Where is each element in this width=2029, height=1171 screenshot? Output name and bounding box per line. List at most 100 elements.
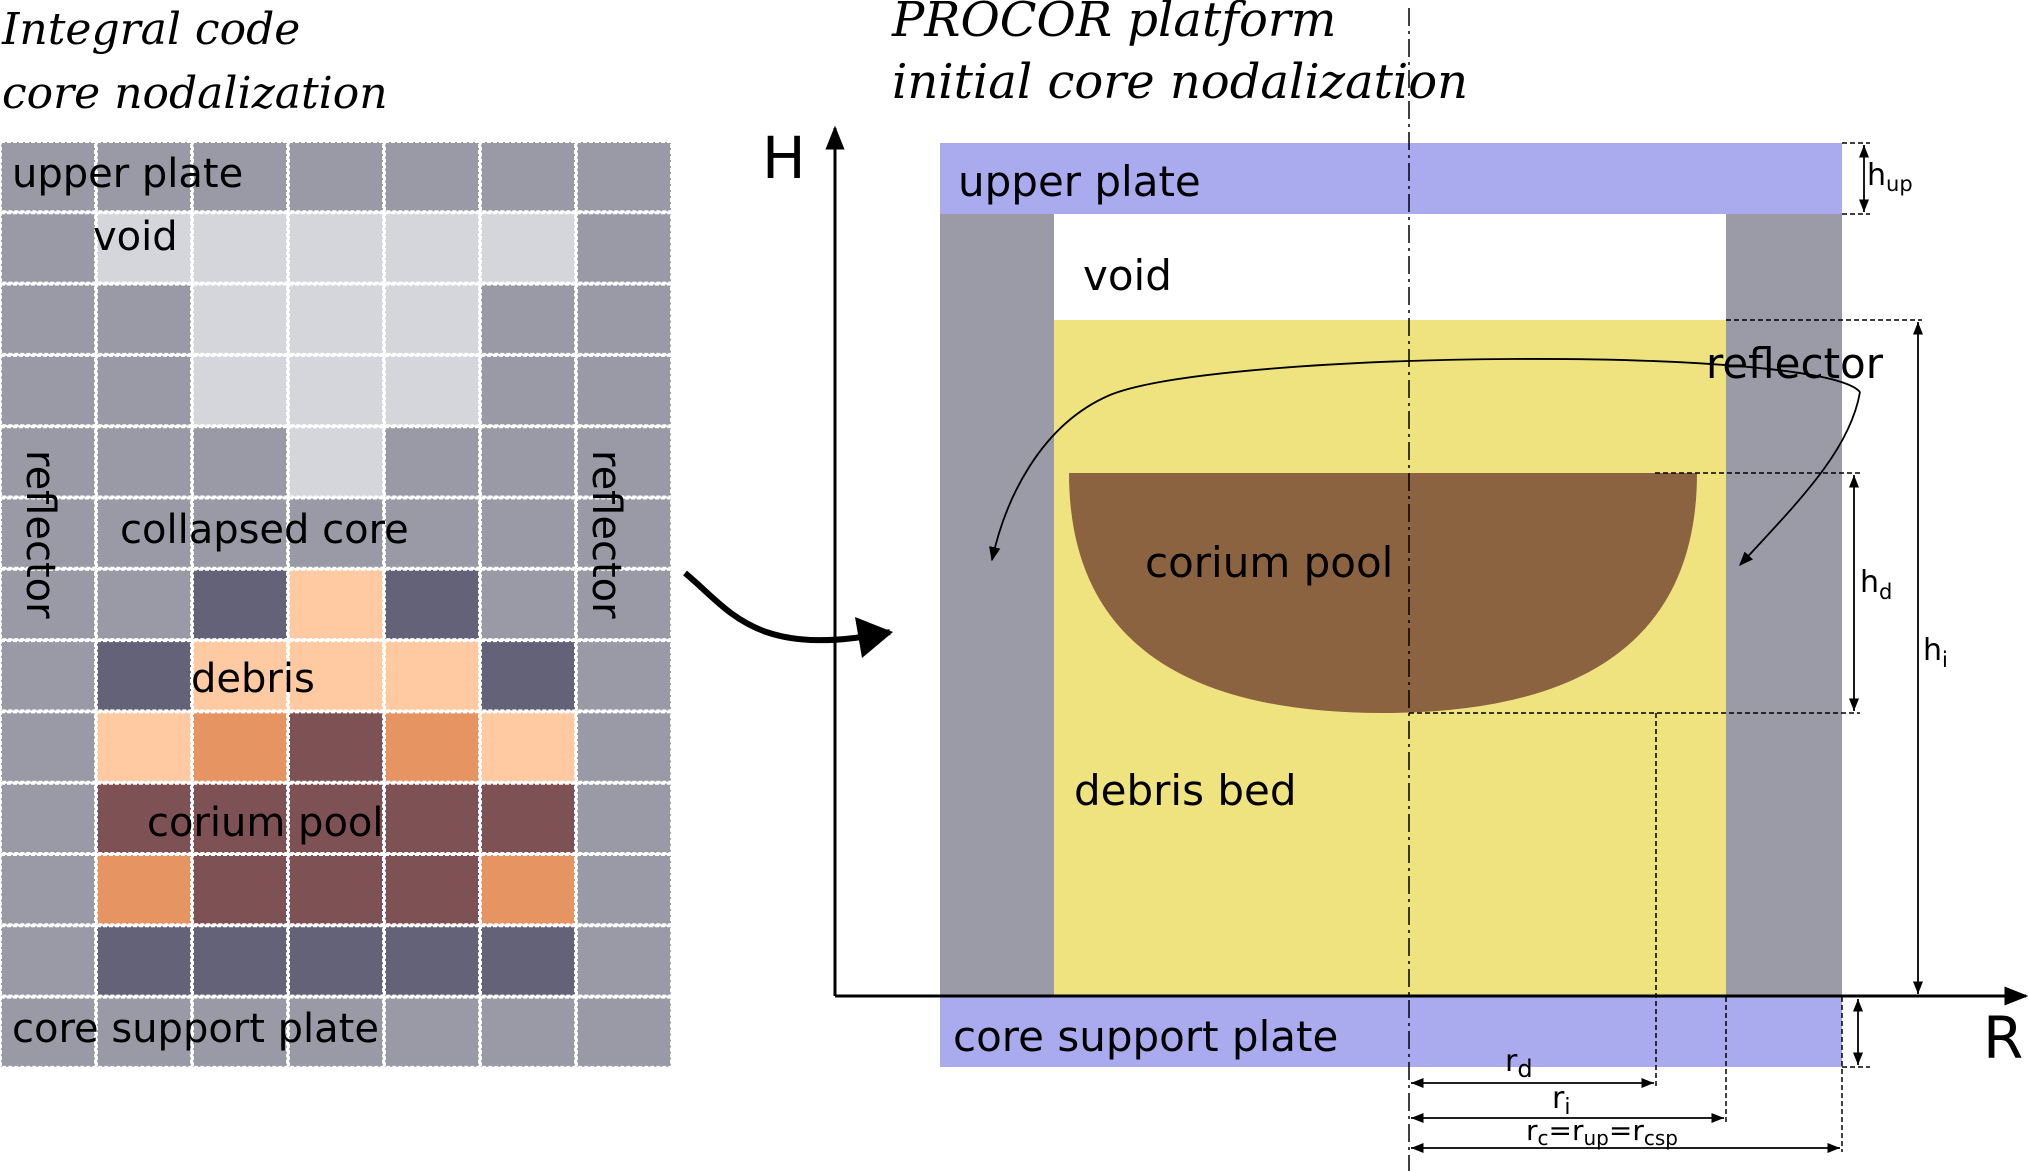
grid-cell (480, 141, 576, 213)
label-void: void (1083, 251, 1172, 300)
grid-cell (96, 782, 192, 855)
grid-cell (0, 426, 96, 498)
grid-cell (96, 711, 192, 783)
grid-cell (576, 568, 672, 641)
grid-cell (96, 640, 192, 712)
reflector-pointer-right (1739, 391, 1861, 567)
grid-cell (576, 497, 672, 569)
grid-cell (384, 141, 480, 213)
dim-label-hup: hup (1867, 158, 1913, 196)
corium-pool-region (1069, 473, 1697, 713)
grid-cell (288, 426, 384, 498)
grid-cell (192, 711, 288, 783)
grid-cell (576, 640, 672, 712)
grid-cell (480, 782, 576, 855)
upper-plate-region (940, 143, 1842, 214)
void-region (1054, 214, 1726, 320)
grid-cell (480, 640, 576, 712)
grid-cell (96, 854, 192, 926)
grid-cell (384, 426, 480, 498)
left-title-line1: Integral code (1, 4, 300, 55)
grid-cell (288, 996, 384, 1068)
grid-cell (384, 711, 480, 783)
reflector-right-region (1726, 214, 1842, 997)
transition-arrow (683, 570, 891, 644)
grid-cell (384, 354, 480, 427)
grid-cell (192, 497, 288, 569)
dim-label-ri: ri (1552, 1081, 1570, 1120)
right-title-line1: PROCOR platform (891, 0, 1336, 48)
grid-cell (0, 925, 96, 997)
grid-cell (288, 711, 384, 783)
grid-cell (0, 568, 96, 641)
grid-cell (384, 640, 480, 712)
grid-label-upper-plate: upper plate (12, 151, 243, 197)
grid-cell (0, 141, 96, 213)
grid-cell (576, 212, 672, 284)
grid-cell (480, 283, 576, 355)
grid-cell (192, 283, 288, 355)
grid-cell (384, 568, 480, 641)
left-panel: Integral code core nodalization upper pl… (0, 4, 672, 1068)
grid-label-void: void (93, 214, 178, 260)
grid-cell (0, 711, 96, 783)
grid-cell (576, 426, 672, 498)
grid-cell (192, 996, 288, 1068)
grid-cell (480, 497, 576, 569)
grid-cell (192, 854, 288, 926)
grid-label-collapsed-core: collapsed core (120, 507, 409, 553)
grid-label-reflector-left: reflector (17, 450, 63, 619)
grid-cell (384, 283, 480, 355)
grid-cell (288, 212, 384, 284)
grid-cell (384, 925, 480, 997)
grid-cell (288, 497, 384, 569)
grid-cell (576, 283, 672, 355)
grid-cell (0, 212, 96, 284)
grid-cell (480, 426, 576, 498)
grid-cell (288, 854, 384, 926)
grid-cell (96, 426, 192, 498)
grid-cell (384, 854, 480, 926)
grid-cell (288, 640, 384, 712)
grid-cell (0, 996, 96, 1068)
grid-cell (576, 996, 672, 1068)
label-corium-pool: corium pool (1145, 538, 1393, 587)
label-debris-bed: debris bed (1074, 766, 1297, 815)
grid-cell (384, 996, 480, 1068)
grid-cell (288, 925, 384, 997)
dim-label-hi: hi (1923, 633, 1948, 672)
grid-cell (0, 640, 96, 712)
grid-label-debris: debris (191, 656, 315, 702)
grid-cell (0, 854, 96, 926)
grid-cell (192, 141, 288, 213)
grid-cell (96, 568, 192, 641)
grid-cell (480, 212, 576, 284)
grid-cell (192, 354, 288, 427)
grid-cell (96, 212, 192, 284)
grid-cell (384, 497, 480, 569)
grid-cell (96, 283, 192, 355)
right-title-line2: initial core nodalization (892, 54, 1468, 110)
grid-cell (192, 640, 288, 712)
grid-cell (288, 782, 384, 855)
grid-cell (192, 925, 288, 997)
grid-cell (384, 212, 480, 284)
grid-cell (576, 854, 672, 926)
grid-cell (192, 568, 288, 641)
dim-label-rd: rd (1505, 1044, 1533, 1083)
grid-cell (480, 711, 576, 783)
label-core-support-plate: core support plate (953, 1012, 1338, 1061)
grid-cell (288, 141, 384, 213)
grid-cell (480, 925, 576, 997)
grid-cell (384, 782, 480, 855)
grid-cell (96, 141, 192, 213)
grid-cell (192, 212, 288, 284)
grid-cell (576, 782, 672, 855)
grid-cell (480, 996, 576, 1068)
grid-cell (288, 568, 384, 641)
dim-label-hd: hd (1860, 565, 1892, 604)
grid-cell (480, 568, 576, 641)
grid-cell (576, 925, 672, 997)
grid-cell (0, 283, 96, 355)
